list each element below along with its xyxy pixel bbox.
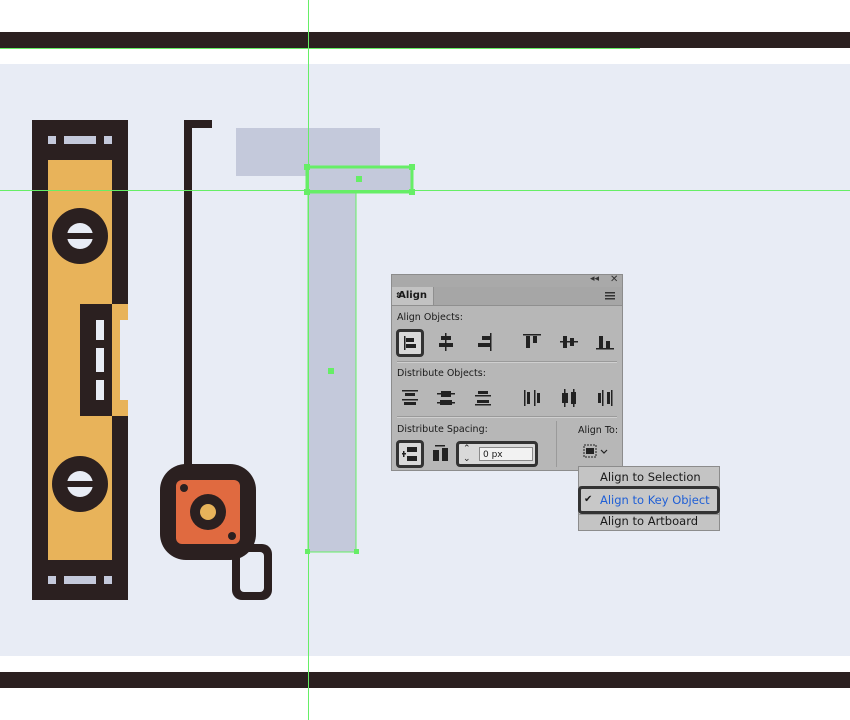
align-panel[interactable]: ◂◂ ✕ ⇕ Align Align Objects: Distribute O…: [391, 274, 623, 471]
panel-vertical-divider: [556, 421, 557, 467]
align-horizontal-center-icon: [439, 333, 453, 351]
align-vertical-center-icon: [560, 336, 578, 348]
align-to-label: Align To:: [578, 425, 619, 436]
menu-item-align-to-key-object[interactable]: ✔ Align to Key Object: [578, 486, 720, 514]
vertical-distribute-space-icon: [402, 447, 417, 461]
align-to-dropdown-button[interactable]: [582, 442, 614, 462]
align-objects-label: Align Objects:: [397, 312, 463, 323]
distribute-vertical-center-icon: [437, 391, 455, 405]
stepper-arrows-icon[interactable]: ⌃⌄: [463, 444, 471, 464]
double-chevron-icon[interactable]: ◂◂: [590, 274, 600, 284]
align-to-key-object-icon: [583, 444, 608, 458]
menu-item-align-to-selection[interactable]: Align to Selection: [600, 470, 701, 484]
align-left-icon: [404, 336, 416, 350]
align-right-icon: [478, 333, 492, 351]
hamburger-menu-icon[interactable]: [605, 292, 615, 300]
artboard-bottom-border: [0, 672, 850, 688]
tape-measure-illustration: [160, 120, 272, 600]
distribute-objects-label: Distribute Objects:: [397, 368, 486, 379]
panel-tab-row: ⇕ Align: [392, 287, 622, 306]
vertical-distribute-bottom-button[interactable]: [472, 387, 494, 409]
artboard-top-border: [0, 32, 850, 48]
spacing-input[interactable]: 0 px: [479, 447, 533, 461]
check-icon: ✔: [584, 494, 593, 505]
menu-item-align-to-artboard[interactable]: Align to Artboard: [600, 514, 699, 528]
horizontal-align-left-button[interactable]: [396, 329, 424, 357]
distribute-horizontal-center-icon: [562, 389, 576, 407]
vertical-align-top-button[interactable]: [521, 331, 543, 353]
tab-align[interactable]: ⇕ Align: [392, 287, 434, 305]
align-top-icon: [523, 334, 541, 348]
vertical-distribute-center-button[interactable]: [435, 387, 457, 409]
spacing-stepper[interactable]: ⌃⌄ 0 px: [456, 441, 538, 467]
vertical-distribute-space-button[interactable]: [396, 440, 424, 468]
distribute-right-icon: [598, 390, 613, 406]
spirit-level-illustration: [32, 120, 128, 600]
distribute-spacing-label: Distribute Spacing:: [397, 424, 488, 435]
distribute-bottom-icon: [475, 391, 491, 406]
horizontal-distribute-space-icon: [433, 445, 448, 461]
horizontal-align-center-button[interactable]: [435, 331, 457, 353]
guide-strip: [0, 48, 640, 49]
menu-item-label: Align to Key Object: [600, 493, 710, 507]
align-to-menu[interactable]: Align to Selection ✔ Align to Key Object…: [578, 466, 720, 531]
horizontal-distribute-center-button[interactable]: [558, 387, 580, 409]
selected-shapes[interactable]: [236, 128, 415, 554]
panel-divider: [397, 416, 617, 418]
distribute-left-icon: [524, 390, 540, 406]
vertical-distribute-top-button[interactable]: [399, 387, 421, 409]
horizontal-align-right-button[interactable]: [472, 331, 494, 353]
tab-arrows-icon: ⇕: [395, 291, 402, 300]
vertical-align-bottom-button[interactable]: [594, 331, 616, 353]
tab-align-label: Align: [398, 290, 427, 301]
distribute-top-icon: [402, 390, 418, 405]
horizontal-distribute-left-button[interactable]: [521, 387, 543, 409]
panel-divider: [397, 361, 617, 363]
menu-separator: [579, 514, 719, 515]
horizontal-distribute-right-button[interactable]: [594, 387, 616, 409]
horizontal-distribute-space-button[interactable]: [430, 443, 452, 465]
close-icon[interactable]: ✕: [610, 274, 619, 285]
align-bottom-icon: [596, 336, 614, 350]
vertical-align-center-button[interactable]: [558, 331, 580, 353]
